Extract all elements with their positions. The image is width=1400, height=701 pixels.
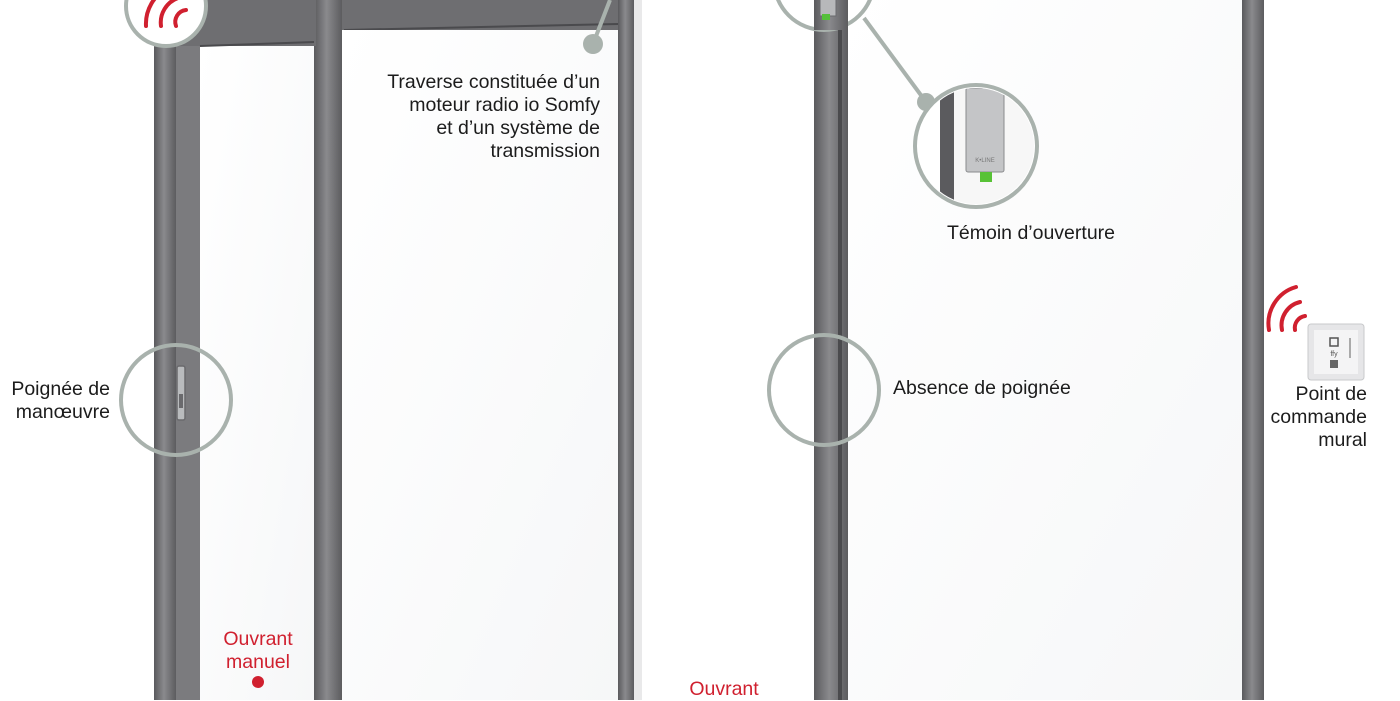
handle-callout — [119, 343, 233, 457]
middle-stile — [618, 0, 634, 700]
radio-callout-top-left — [124, 0, 208, 48]
wall-switch-icon: ffy — [1307, 323, 1365, 381]
radio-signal-icon — [143, 0, 188, 28]
left-outer-frame — [154, 0, 176, 700]
manual-leaf — [154, 0, 342, 700]
poignee-label: Poignée de manœuvre — [11, 378, 110, 423]
wall-switch-callout: ffy — [1266, 285, 1365, 381]
absence-label: Absence de poignée — [893, 377, 1071, 399]
left-meeting-stile — [314, 0, 342, 700]
right-outer-frame — [1242, 0, 1264, 700]
traverse-pointer — [583, 0, 612, 54]
motorised-leaf — [342, 0, 1264, 700]
point-commande-label: Point de commande mural — [1270, 383, 1367, 451]
opening-indicator-icon: K•LINE — [965, 88, 1005, 182]
manual-leaf-marker — [252, 676, 264, 688]
door-handle-icon — [176, 365, 186, 421]
temoin-label: Témoin d’ouverture — [947, 222, 1115, 244]
right-leaf-stile — [814, 0, 848, 700]
ouvrant-manuel-label: Ouvrant manuel — [223, 628, 293, 673]
svg-text:ffy: ffy — [1330, 351, 1338, 358]
right-glass — [848, 0, 1242, 700]
indicator-brand: K•LINE — [975, 158, 994, 164]
ouvrant-motorise-label: Ouvrant — [689, 678, 759, 700]
left-glass — [200, 44, 314, 700]
indicator-callout: K•LINE — [776, 0, 1039, 209]
no-handle-callout — [767, 333, 881, 447]
radio-signal-icon — [1266, 285, 1307, 332]
traverse-label: Traverse constituée d’un moteur radio io… — [387, 71, 600, 162]
middle-glass — [342, 30, 620, 700]
